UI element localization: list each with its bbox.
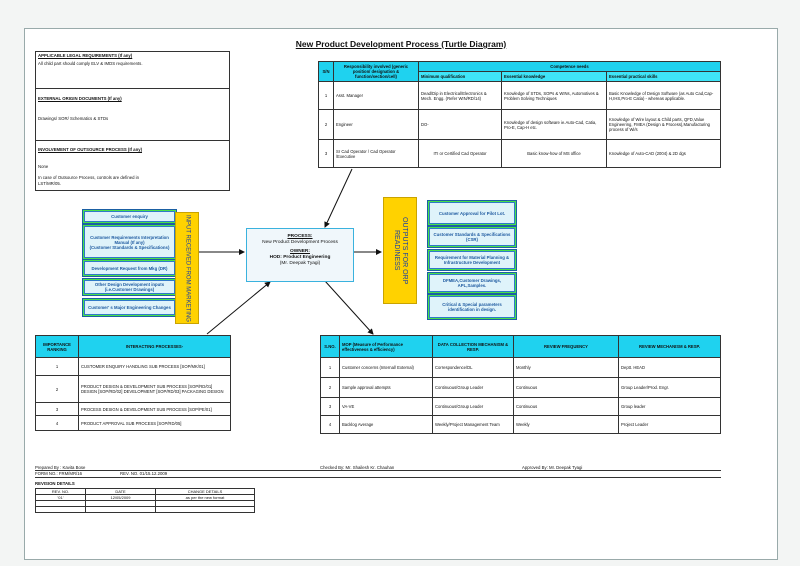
col-interacting-processes: INTERACTING PROCESSES-	[78, 335, 231, 358]
table-row	[35, 506, 255, 513]
table-row: 3 PROCESS DESIGN & DEVELOPMENT SUB PROCE…	[35, 402, 231, 416]
outsource-note: In case of Outsource Process, controls a…	[38, 175, 140, 180]
table-row: 1 Customer concerns (Internal/ External)…	[320, 357, 721, 378]
table-row: 3 VA-VE Continuous/Group Leader Continuo…	[320, 397, 721, 416]
document-sheet: New Product Development Process (Turtle …	[24, 28, 778, 560]
legal-text: All child part should comply ELV & IMDS …	[38, 61, 143, 66]
competence-table: S/N Responsibility involved (generic pos…	[318, 61, 721, 168]
output-customer-standards: Customer Standards & Specifications (CSR…	[427, 226, 517, 248]
table-row: '01' 12/05/2009 as per the new format	[35, 494, 255, 501]
revision-title: REVISION DETAILS	[35, 481, 75, 486]
requirements-box: APPLICABLE LEGAL REQUIREMENTS (If any) A…	[35, 51, 230, 191]
process-owner-name: (Mr. Deepak Tyagi)	[279, 261, 321, 266]
table-row: 4 PRODUCT APPROVAL SUB PROCESS [SOP/RD/0…	[35, 415, 231, 431]
form-number: FORM NO.: FRM/MR/16	[35, 471, 83, 476]
table-row: 3 Sr Cad Operator / Cad Operator /Execut…	[318, 139, 721, 168]
legal-header: APPLICABLE LEGAL REQUIREMENTS (If any)	[38, 53, 133, 58]
revision-number: REV. NO. 01/15.12.2009	[120, 471, 168, 476]
col-data-collection: DATA COLLECTION MECHANISM & RESP.	[432, 335, 514, 358]
outsource-header: INVOLVEMENT OF OUTSOURCE PROCESS (If any…	[38, 147, 143, 152]
col-review-frequency: REVIEW FREQUENCY	[513, 335, 619, 358]
external-text: Drawings/ SOR/ Schematics & STDs	[38, 116, 109, 121]
col-sno: S.NO.	[320, 335, 340, 358]
table-row: 1 CUSTOMER ENQUIRY HANDLING SUB PROCESS …	[35, 357, 231, 376]
output-customer-approval: Customer Approval for Pilot Lot.	[427, 200, 517, 226]
process-box: PROCESS: New Product Development Process…	[246, 228, 354, 282]
process-name: New Product Development Process	[262, 240, 338, 245]
input-customer-requirements: Customer Requirements Interpretation Man…	[82, 224, 177, 260]
outputs-label: OUTPUTS FOR ORP READINESS	[383, 197, 417, 304]
outsource-ref: LST/MR/05.	[38, 181, 61, 186]
prepared-by: Prepared By : Kavita Bose	[35, 465, 86, 470]
input-received-label: INPUT RECEIVED FROM MARKETING	[175, 212, 199, 324]
process-owner: HOD: Product Engineering	[269, 255, 331, 260]
col-importance-ranking: IMPORTANCE RANKING	[35, 335, 79, 358]
input-development-request: Development Request from Mkg (DR)	[82, 259, 177, 277]
interacting-processes-table: IMPORTANCE RANKING INTERACTING PROCESSES…	[35, 335, 231, 431]
outsource-none: None	[38, 164, 49, 169]
table-row: 2 PRODUCT DESIGN & DEVELOPMENT SUB PROCE…	[35, 375, 231, 403]
table-row: 2 Sample approval attempts Continuous/Gr…	[320, 377, 721, 398]
col-mop: MOP (Measure of Performance effectivenes…	[339, 335, 433, 358]
output-critical-parameters: Critical & Special parameters identifica…	[427, 294, 517, 320]
approved-by: Approved By: Mr. Deepak Tyagi	[522, 465, 583, 470]
input-customer-enquiry: Customer enquiry	[82, 209, 177, 224]
diagram-arrows	[197, 168, 382, 335]
output-material-planning: Requirement for Material Planning & Infr…	[427, 249, 517, 271]
input-engineering-changes: Customer' s Major Engineering Changes	[82, 298, 177, 317]
col-sn: S/N	[318, 61, 334, 82]
col-review-mechanism: REVIEW MECHANISM & RESP.	[618, 335, 721, 358]
checked-by: Checked By: Mr. Shailesh Kr. Chauhan	[320, 465, 395, 470]
mop-table: S.NO. MOP (Measure of Performance effect…	[320, 335, 721, 434]
revision-table: REV. NO. DATE CHANGE DETAILS '01' 12/05/…	[35, 488, 255, 513]
output-dfmea: DFMEA,Customer Drawings, APL,Samples.	[427, 272, 517, 294]
input-other-design: Other Design Development inputs (i.e.Cus…	[82, 278, 177, 296]
page-title: New Product Development Process (Turtle …	[295, 39, 507, 49]
table-row: 2 Engineer DO- Knowledge of design softw…	[318, 109, 721, 140]
table-row: 4 Backlog Average Weekly/Project Managem…	[320, 415, 721, 434]
external-header: EXTERNAL ORIGIN DOCUMENTS (If any)	[38, 96, 122, 101]
